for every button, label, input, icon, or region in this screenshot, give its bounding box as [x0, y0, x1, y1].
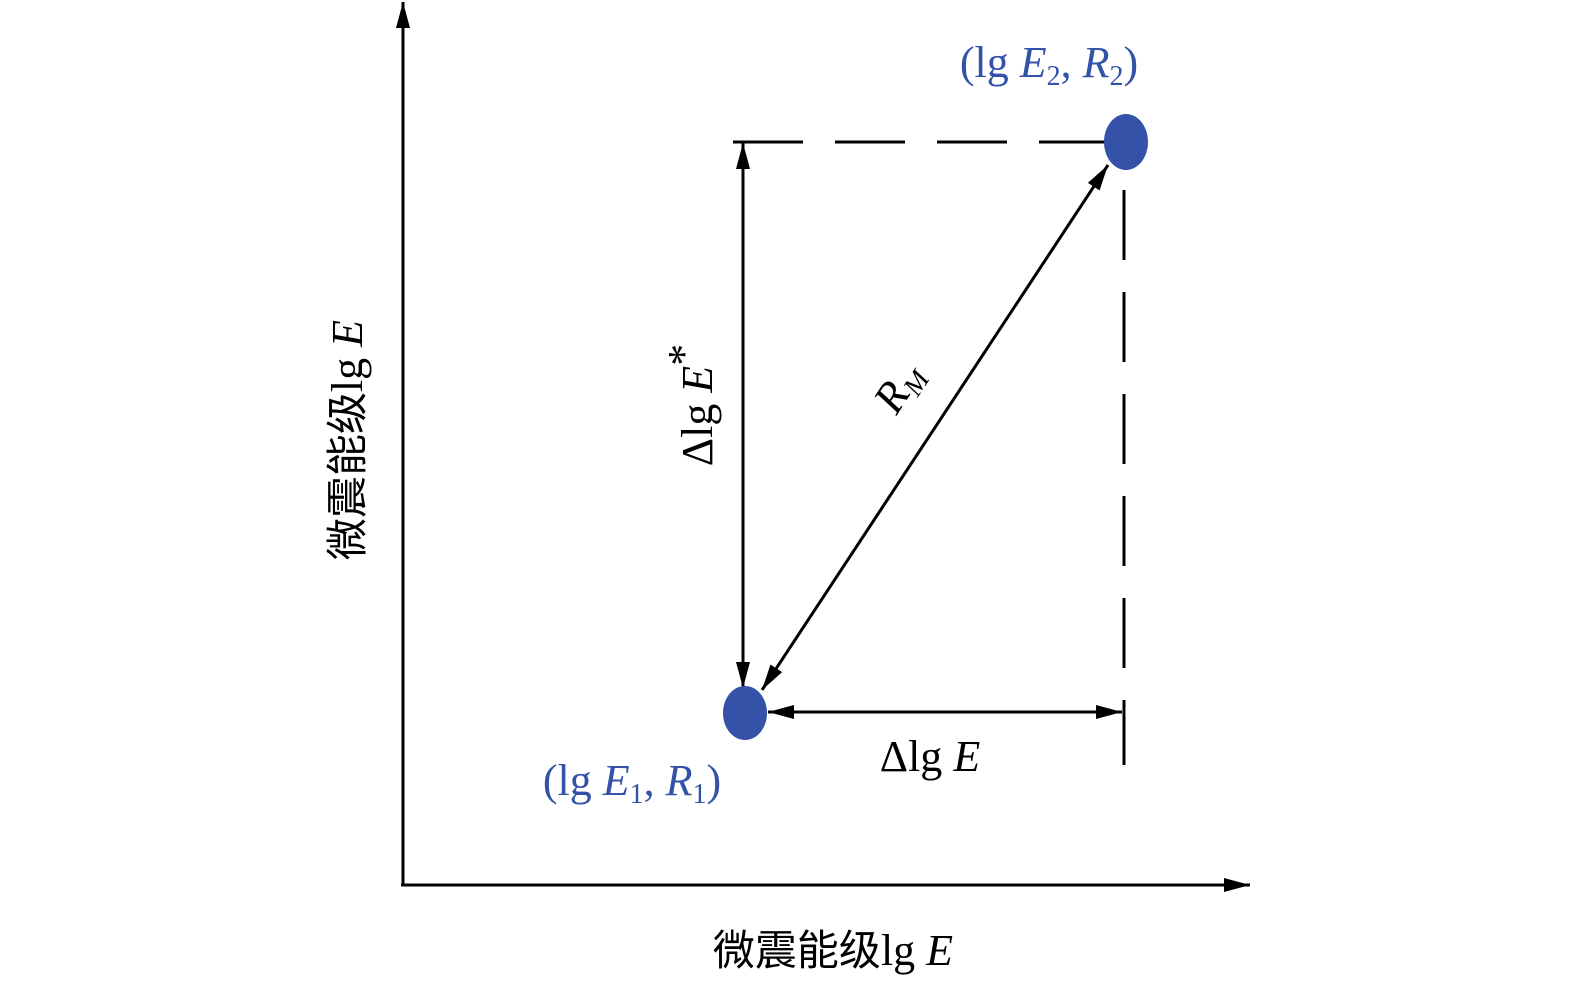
point-2: [1104, 114, 1148, 170]
x-axis-label: 微震能级lg E: [713, 926, 953, 975]
delta-lgE-star-label: Δlg E*: [659, 344, 722, 466]
point-2-label: (lg E2, R2): [960, 38, 1138, 92]
RM-arrow: [760, 164, 1110, 691]
y-axis-label: 微震能级lg E: [323, 320, 372, 560]
delta-lgE-label: Δlg E: [880, 732, 981, 781]
point-1-label: (lg E1, R1): [543, 756, 721, 810]
point-1: [723, 686, 767, 740]
RM-label: RM: [863, 351, 937, 425]
